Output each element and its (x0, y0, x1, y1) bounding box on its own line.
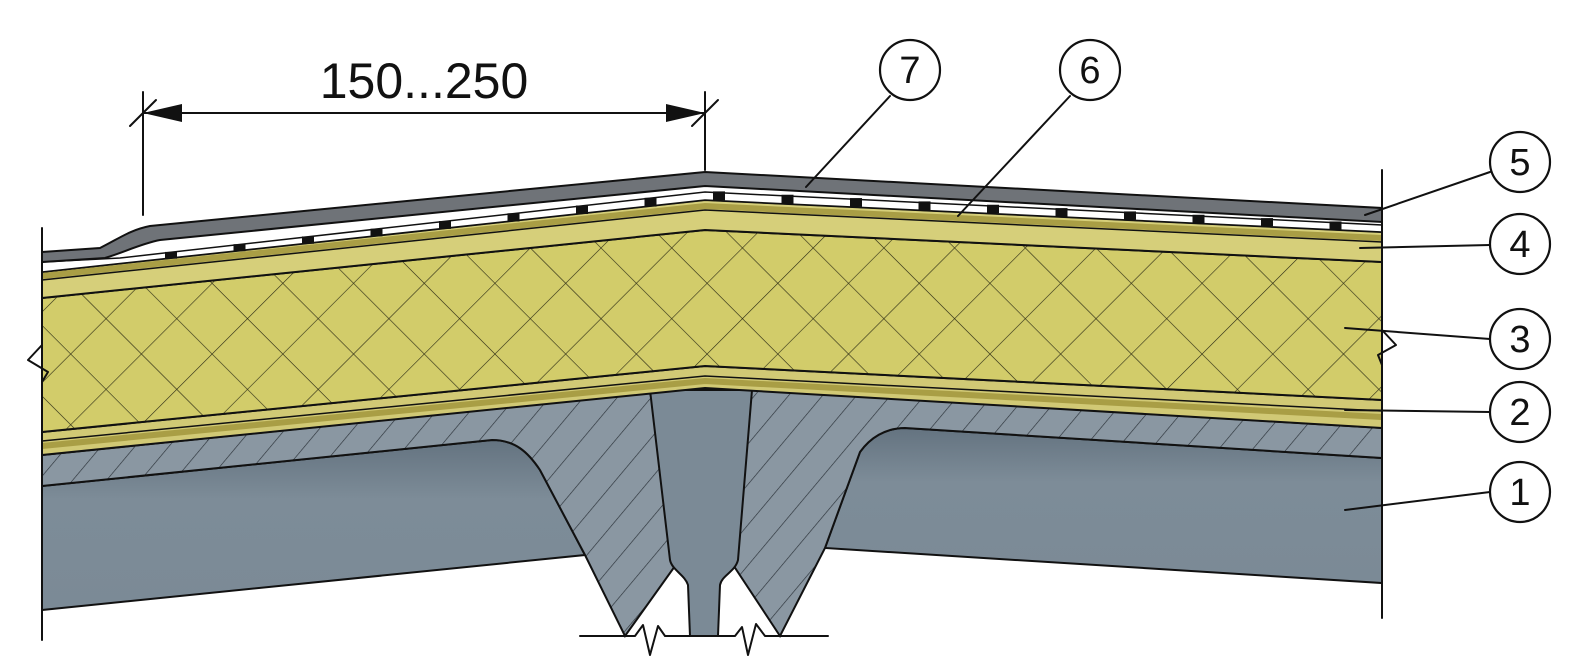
break-line-left (27, 227, 49, 641)
bonding-spot (713, 191, 725, 201)
bonding-spot (987, 204, 999, 214)
callout-7-label: 7 (899, 50, 920, 92)
slab-joint (648, 389, 754, 637)
layer-6-perforated-sheet (41, 191, 1383, 273)
callout-6: 6 (957, 38, 1122, 217)
callout-7: 7 (805, 38, 942, 188)
layer-1-concrete-slab (41, 388, 1383, 656)
callout-4-label: 4 (1509, 224, 1530, 266)
dimension-label: 150...250 (320, 53, 529, 109)
callout-2-label: 2 (1509, 392, 1530, 434)
callout-4: 4 (1359, 212, 1552, 276)
bonding-spot (1055, 208, 1068, 217)
bonding-spot (165, 251, 177, 259)
bonding-spot (918, 201, 931, 211)
bonding-spot (507, 213, 520, 222)
bonding-spot (370, 228, 383, 237)
callout-1: 1 (1344, 460, 1552, 524)
callout-2: 2 (1344, 380, 1552, 444)
callout-5: 5 (1364, 130, 1552, 216)
bonding-spot (1261, 218, 1273, 227)
bonding-spot (1192, 214, 1205, 224)
bonding-spot (781, 194, 794, 204)
callout-6-label: 6 (1079, 50, 1100, 92)
bonding-spot (850, 198, 862, 207)
dimension-line: 150...250 (129, 53, 719, 216)
bonding-spot (644, 197, 657, 207)
bonding-spot (1329, 221, 1342, 230)
callout-1-label: 1 (1509, 472, 1530, 514)
bonding-spot (302, 236, 314, 244)
bonding-spot (233, 244, 246, 252)
bonding-spot (1124, 211, 1136, 220)
bonding-spot (576, 205, 588, 215)
callout-5-label: 5 (1509, 142, 1530, 184)
callout-3-label: 3 (1509, 319, 1530, 361)
bonding-spot (439, 221, 451, 229)
callout-3: 3 (1344, 307, 1552, 371)
break-line-right (1377, 169, 1397, 619)
